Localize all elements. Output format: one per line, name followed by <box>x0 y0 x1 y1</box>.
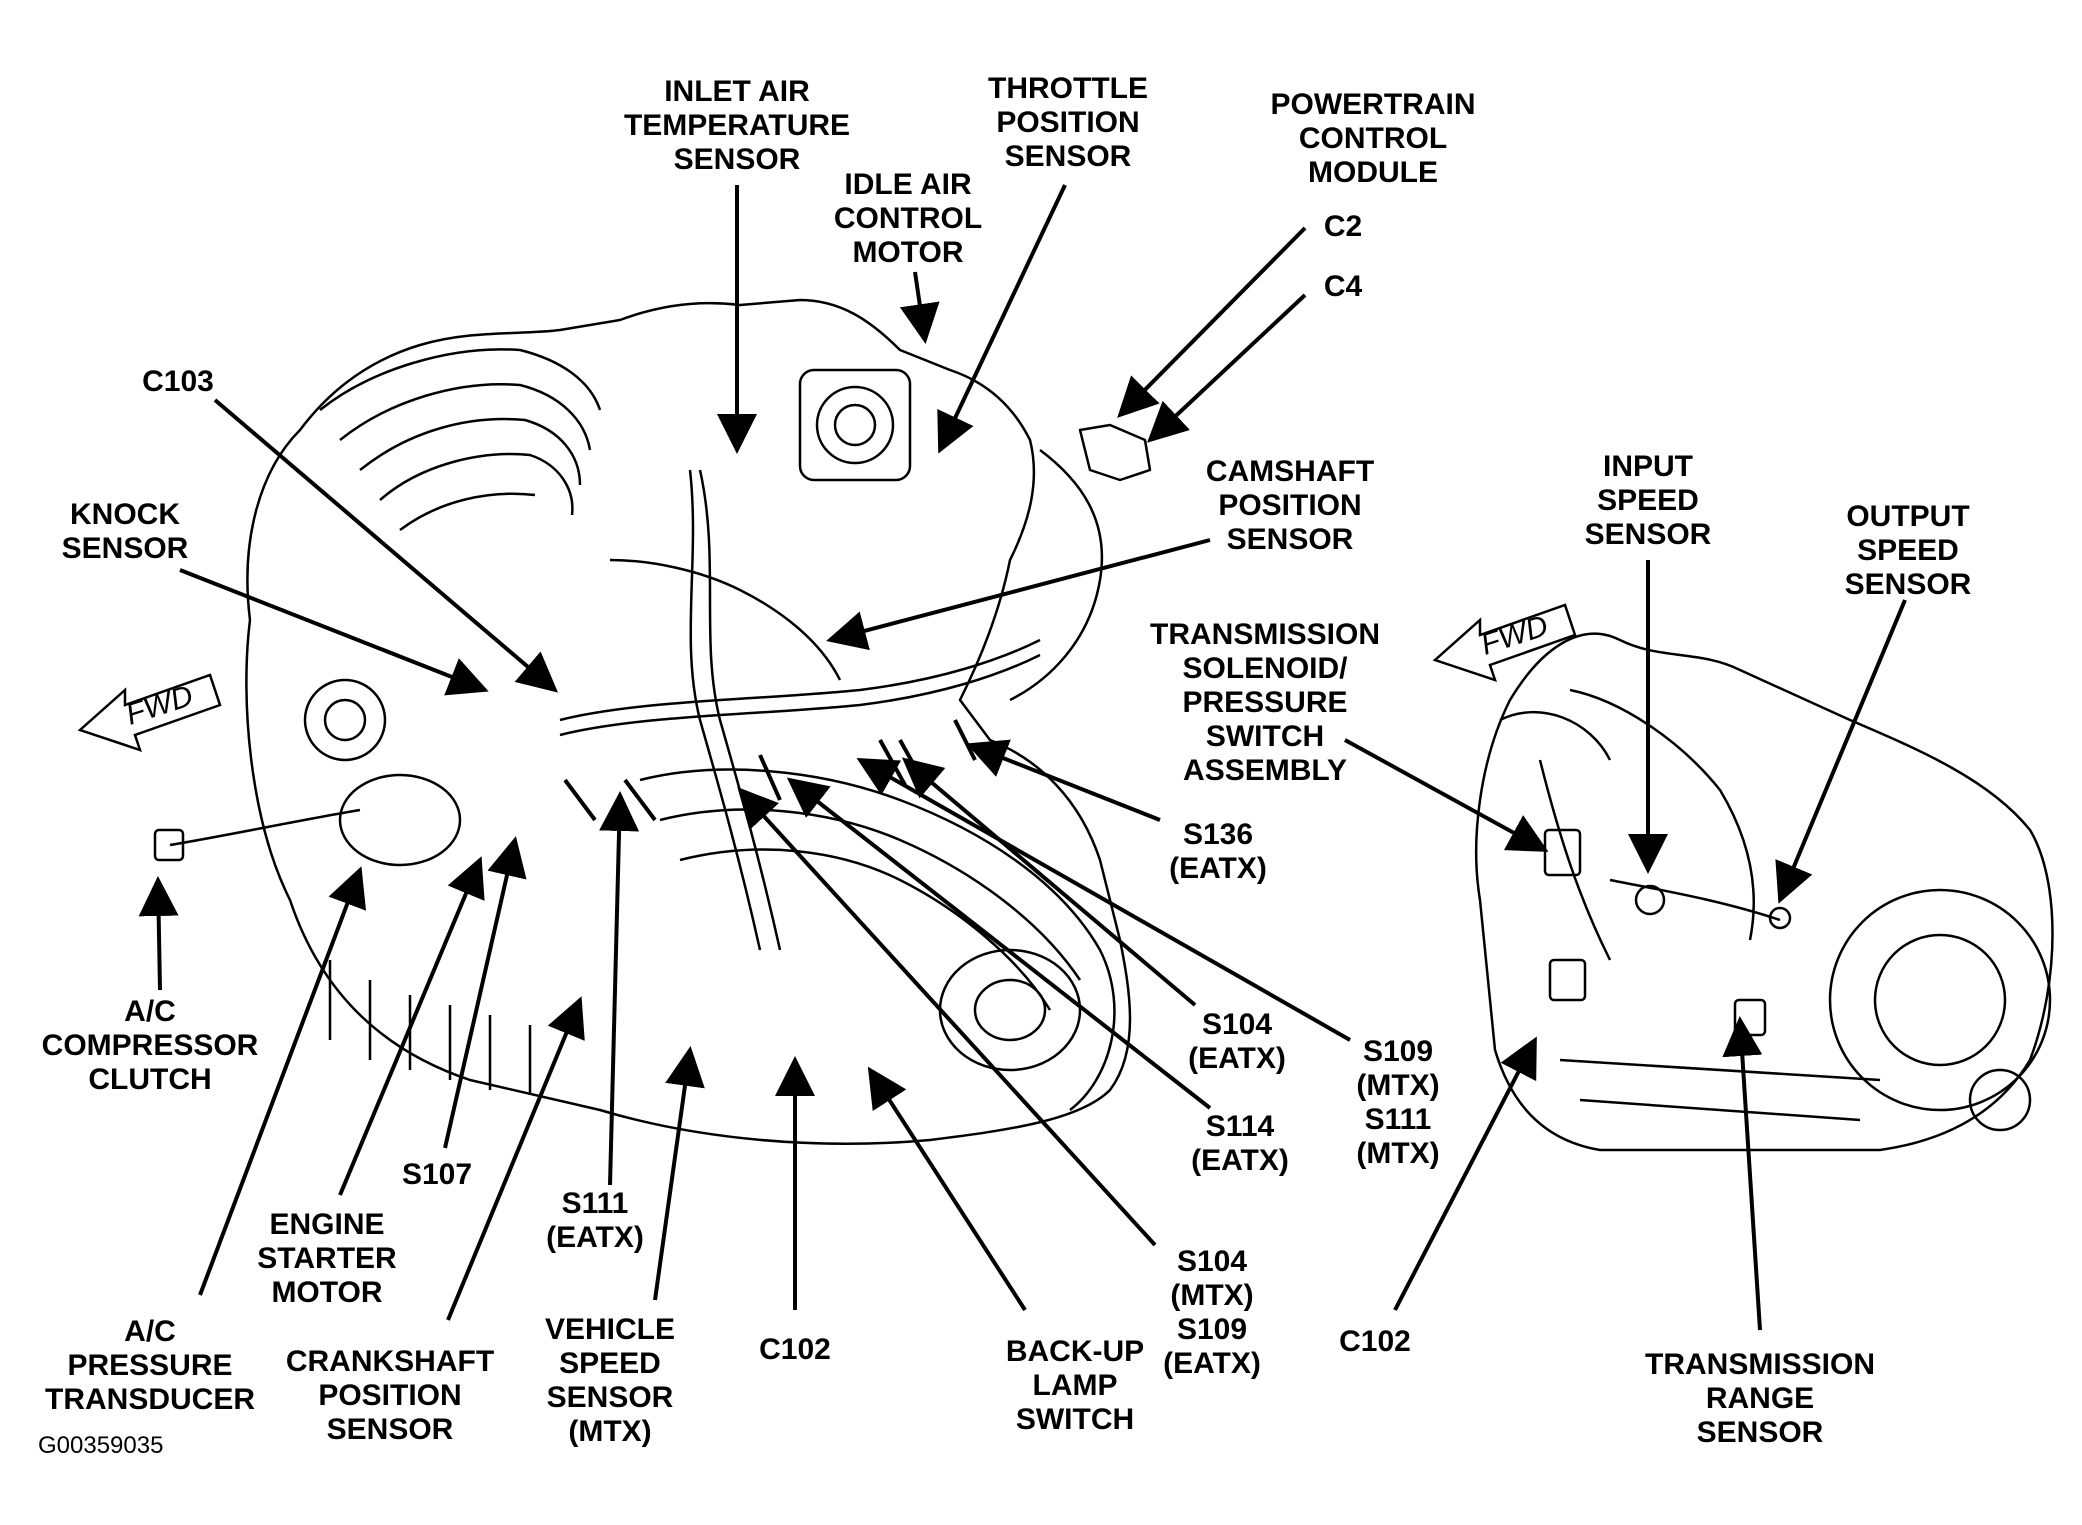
label-idle-air-control-motor: IDLE AIR CONTROL MOTOR <box>833 168 983 269</box>
label-ac-compressor-clutch: A/C COMPRESSOR CLUTCH <box>41 995 259 1096</box>
fwd-arrow-right: FWD <box>1432 603 1577 682</box>
label-s109-s111-mtx: S109 (MTX) S111 (MTX) <box>1356 1035 1440 1170</box>
label-powertrain-control-module: POWERTRAIN CONTROL MODULE <box>1270 88 1476 189</box>
label-inlet-air-temperature-sensor: INLET AIR TEMPERATURE SENSOR <box>623 75 851 176</box>
transaxle-assembly-drawing <box>1475 632 2054 1152</box>
figure-id: G00359035 <box>38 1432 164 1459</box>
label-c102-left: C102 <box>759 1333 831 1366</box>
label-engine-starter-motor: ENGINE STARTER MOTOR <box>257 1208 397 1309</box>
label-backup-lamp-switch: BACK-UP LAMP SWITCH <box>1005 1335 1145 1436</box>
label-output-speed-sensor: OUTPUT SPEED SENSOR <box>1844 500 1972 601</box>
leader-lines <box>138 184 1907 1331</box>
label-crankshaft-position-sensor: CRANKSHAFT POSITION SENSOR <box>285 1345 495 1446</box>
label-camshaft-position-sensor: CAMSHAFT POSITION SENSOR <box>1205 455 1375 556</box>
engine-assembly-drawing <box>153 298 1152 1145</box>
label-ac-pressure-transducer: A/C PRESSURE TRANSDUCER <box>45 1315 255 1416</box>
label-s111-eatx: S111 (EATX) <box>546 1187 644 1254</box>
label-c4: C4 <box>1323 270 1363 303</box>
label-knock-sensor: KNOCK SENSOR <box>61 498 189 565</box>
splice-marks <box>563 719 977 822</box>
label-transmission-range-sensor: TRANSMISSION RANGE SENSOR <box>1644 1348 1876 1449</box>
fwd-arrow-left: FWD <box>77 673 222 752</box>
label-vehicle-speed-sensor-mtx: VEHICLE SPEED SENSOR (MTX) <box>544 1313 676 1448</box>
label-s104-mtx-s109-eatx: S104 (MTX) S109 (EATX) <box>1163 1245 1261 1380</box>
label-s114-eatx: S114 (EATX) <box>1191 1110 1289 1177</box>
label-c102-right: C102 <box>1339 1325 1411 1358</box>
label-throttle-position-sensor: THROTTLE POSITION SENSOR <box>988 72 1148 173</box>
label-transmission-solenoid-pressure-switch: TRANSMISSION SOLENOID/ PRESSURE SWITCH A… <box>1149 618 1381 787</box>
label-c2: C2 <box>1323 210 1363 243</box>
label-input-speed-sensor: INPUT SPEED SENSOR <box>1584 450 1712 551</box>
label-c103: C103 <box>142 365 214 398</box>
label-s104-eatx: S104 (EATX) <box>1188 1008 1286 1075</box>
label-s136-eatx: S136 (EATX) <box>1169 818 1267 885</box>
label-s107: S107 <box>401 1158 473 1191</box>
